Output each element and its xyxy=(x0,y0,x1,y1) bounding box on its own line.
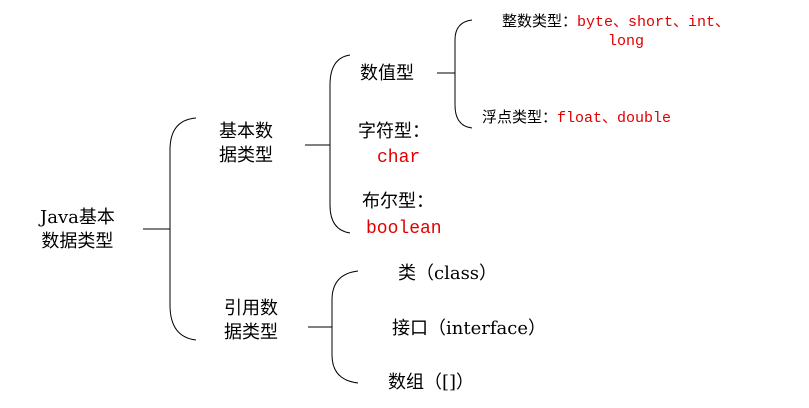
reference-label-line2: 据类型 xyxy=(224,322,278,343)
float-types-line: 浮点类型：float、double xyxy=(482,107,671,129)
basic-label-line2: 据类型 xyxy=(219,145,273,166)
root-label-line1: Java基本 xyxy=(40,207,115,228)
char-type-value: char xyxy=(377,148,421,168)
reference-item-array: 数组（[]） xyxy=(388,372,475,393)
root-brace xyxy=(169,117,197,341)
basic-brace xyxy=(329,54,351,234)
reference-brace xyxy=(331,270,359,384)
char-type-label: 字符型： xyxy=(358,121,430,142)
numeric-brace xyxy=(454,19,473,129)
numeric-type-label: 数值型 xyxy=(360,63,414,84)
float-types-label: 浮点类型： xyxy=(482,108,558,126)
boolean-type-label: 布尔型： xyxy=(362,191,434,212)
integer-types-values: byte、short、int、 xyxy=(577,14,731,31)
root-node: Java基本 数据类型 xyxy=(40,206,115,254)
reference-item-interface: 接口（interface） xyxy=(392,318,546,339)
reference-label-line1: 引用数 xyxy=(224,298,278,319)
root-label-line2: 数据类型 xyxy=(41,231,114,252)
reference-item-class: 类（class） xyxy=(398,263,498,284)
reference-types-node: 引用数 据类型 xyxy=(224,297,278,345)
float-types-values: float、double xyxy=(557,110,672,127)
boolean-type-value: boolean xyxy=(366,219,442,239)
integer-types-line1: 整数类型：byte、short、int、 xyxy=(502,11,730,33)
integer-types-label: 整数类型： xyxy=(502,12,578,30)
basic-types-node: 基本数 据类型 xyxy=(219,120,273,168)
basic-label-line1: 基本数 xyxy=(219,121,273,142)
integer-types-line2: long xyxy=(608,33,645,50)
